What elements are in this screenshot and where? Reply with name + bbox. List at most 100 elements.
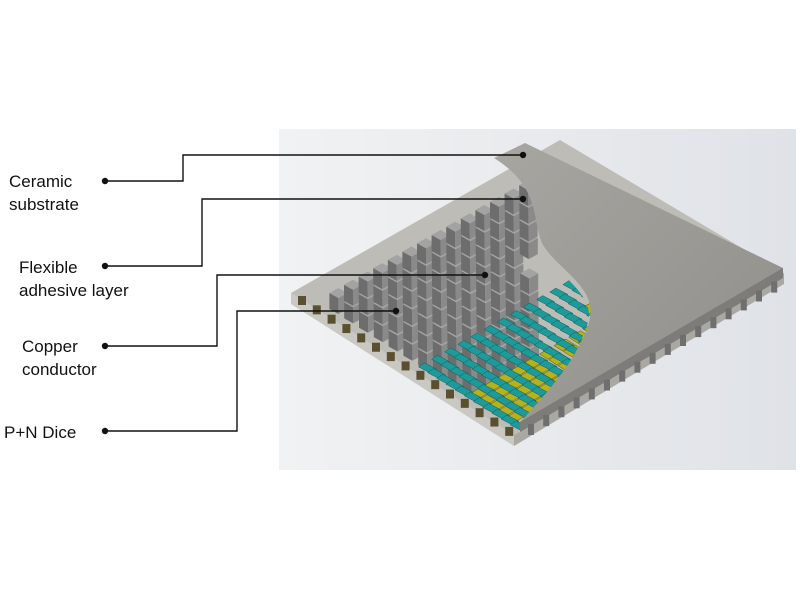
die-left-face (476, 263, 485, 284)
die-top-face (417, 238, 435, 249)
die-top-face (475, 205, 494, 216)
die-left-face (490, 237, 500, 259)
die-left-face (505, 281, 515, 303)
die-top-face (460, 213, 479, 224)
label-adhesive-line2: adhesive layer (19, 281, 129, 300)
die-left-face (462, 324, 471, 346)
die-right-face (528, 238, 538, 260)
dot-copper-left (101, 342, 109, 350)
die-left-face (431, 234, 441, 256)
adhesive-tile (624, 477, 642, 487)
adhesive-tile (602, 479, 620, 489)
die-left-face (402, 286, 412, 308)
die-left-face (505, 264, 515, 286)
die-left-face (476, 280, 486, 302)
die-left-face (358, 294, 368, 316)
die-left-face (403, 339, 413, 361)
edge-pillar (649, 352, 656, 364)
dot-adhesive-left (101, 262, 109, 270)
edge-pad (460, 398, 469, 408)
die-left-face (432, 323, 442, 345)
edge-pillar (771, 281, 778, 293)
die-top-face (358, 271, 377, 282)
die-left-face (359, 311, 368, 333)
edge-pillar (664, 343, 671, 355)
die-left-face (447, 297, 456, 319)
leader-lines (105, 154, 523, 432)
edge-pillar (695, 326, 702, 338)
label-ceramic-line2: substrate (9, 195, 79, 214)
ceramic-substrate-top (494, 143, 783, 432)
die-left-face (431, 252, 441, 274)
edge-pillar (634, 361, 641, 373)
die-left-face (519, 238, 529, 260)
edge-pillar (725, 308, 732, 320)
label-copper-line2: conductor (22, 360, 97, 379)
die-top-face (504, 188, 523, 199)
die-left-face (402, 251, 412, 273)
die-top-face (387, 254, 406, 265)
label-ceramic-line1: Ceramic (9, 172, 73, 191)
die-top-face (431, 229, 450, 240)
edge-pad (327, 314, 336, 324)
edge-pillar (543, 415, 550, 427)
adhesive-tile (615, 471, 633, 481)
die-left-face (475, 210, 485, 232)
die-left-face (504, 211, 514, 233)
die-left-face (417, 243, 426, 265)
edge-pillar (680, 335, 686, 346)
die-left-face (373, 285, 383, 307)
leader-line-adhesive (105, 198, 523, 267)
die-left-face (475, 245, 485, 267)
edge-pillar (588, 388, 595, 400)
label-dice-line1: P+N Dice (4, 423, 77, 442)
edge-pad (386, 352, 395, 362)
die-left-face (432, 305, 442, 327)
die-left-face (490, 201, 499, 223)
edge-pillar (756, 290, 762, 302)
die (520, 268, 539, 295)
die-right-face (528, 220, 538, 242)
die (373, 263, 392, 290)
die-top-face (520, 268, 539, 279)
edge-pillars (528, 281, 778, 435)
die-top-face (344, 279, 362, 290)
die-left-face (490, 272, 500, 294)
adhesive-tile (576, 305, 589, 317)
die-left-face (476, 315, 486, 337)
label-pn-dice: P+N Dice (4, 421, 76, 444)
label-copper-conductor: Copper conductor (22, 335, 97, 381)
dot-ceramic-right (519, 151, 527, 159)
die-left-face (373, 268, 383, 290)
dot-ceramic-left (101, 177, 109, 185)
die-left-face (403, 304, 412, 326)
die-left-face (388, 312, 398, 334)
die-left-face (475, 227, 485, 249)
die-left-face (447, 314, 457, 336)
die-left-face (417, 260, 427, 282)
adhesive-tile (637, 470, 655, 480)
die-top-face (329, 288, 348, 299)
edge-pad (490, 417, 499, 427)
die-left-face (491, 307, 501, 329)
edge-pillar (619, 370, 626, 382)
die-left-face (490, 254, 500, 276)
label-flexible-adhesive: Flexible adhesive layer (19, 256, 129, 302)
die-left-face (460, 218, 470, 240)
edge-pillar (558, 406, 565, 418)
ceramic-substrate-edge (520, 268, 783, 432)
die-left-face (373, 303, 383, 325)
edge-pad (505, 426, 514, 436)
edge-pad (357, 333, 366, 343)
die-right-face (529, 273, 539, 295)
die-left-face (520, 273, 530, 295)
die-left-face (461, 306, 471, 328)
edge-pad (342, 324, 351, 334)
die-left-face (417, 278, 427, 300)
edge-pad (312, 305, 321, 315)
edge-pads (298, 296, 514, 436)
die-left-face (418, 331, 427, 353)
die-left-face (505, 228, 514, 250)
die-left-face (417, 296, 427, 318)
